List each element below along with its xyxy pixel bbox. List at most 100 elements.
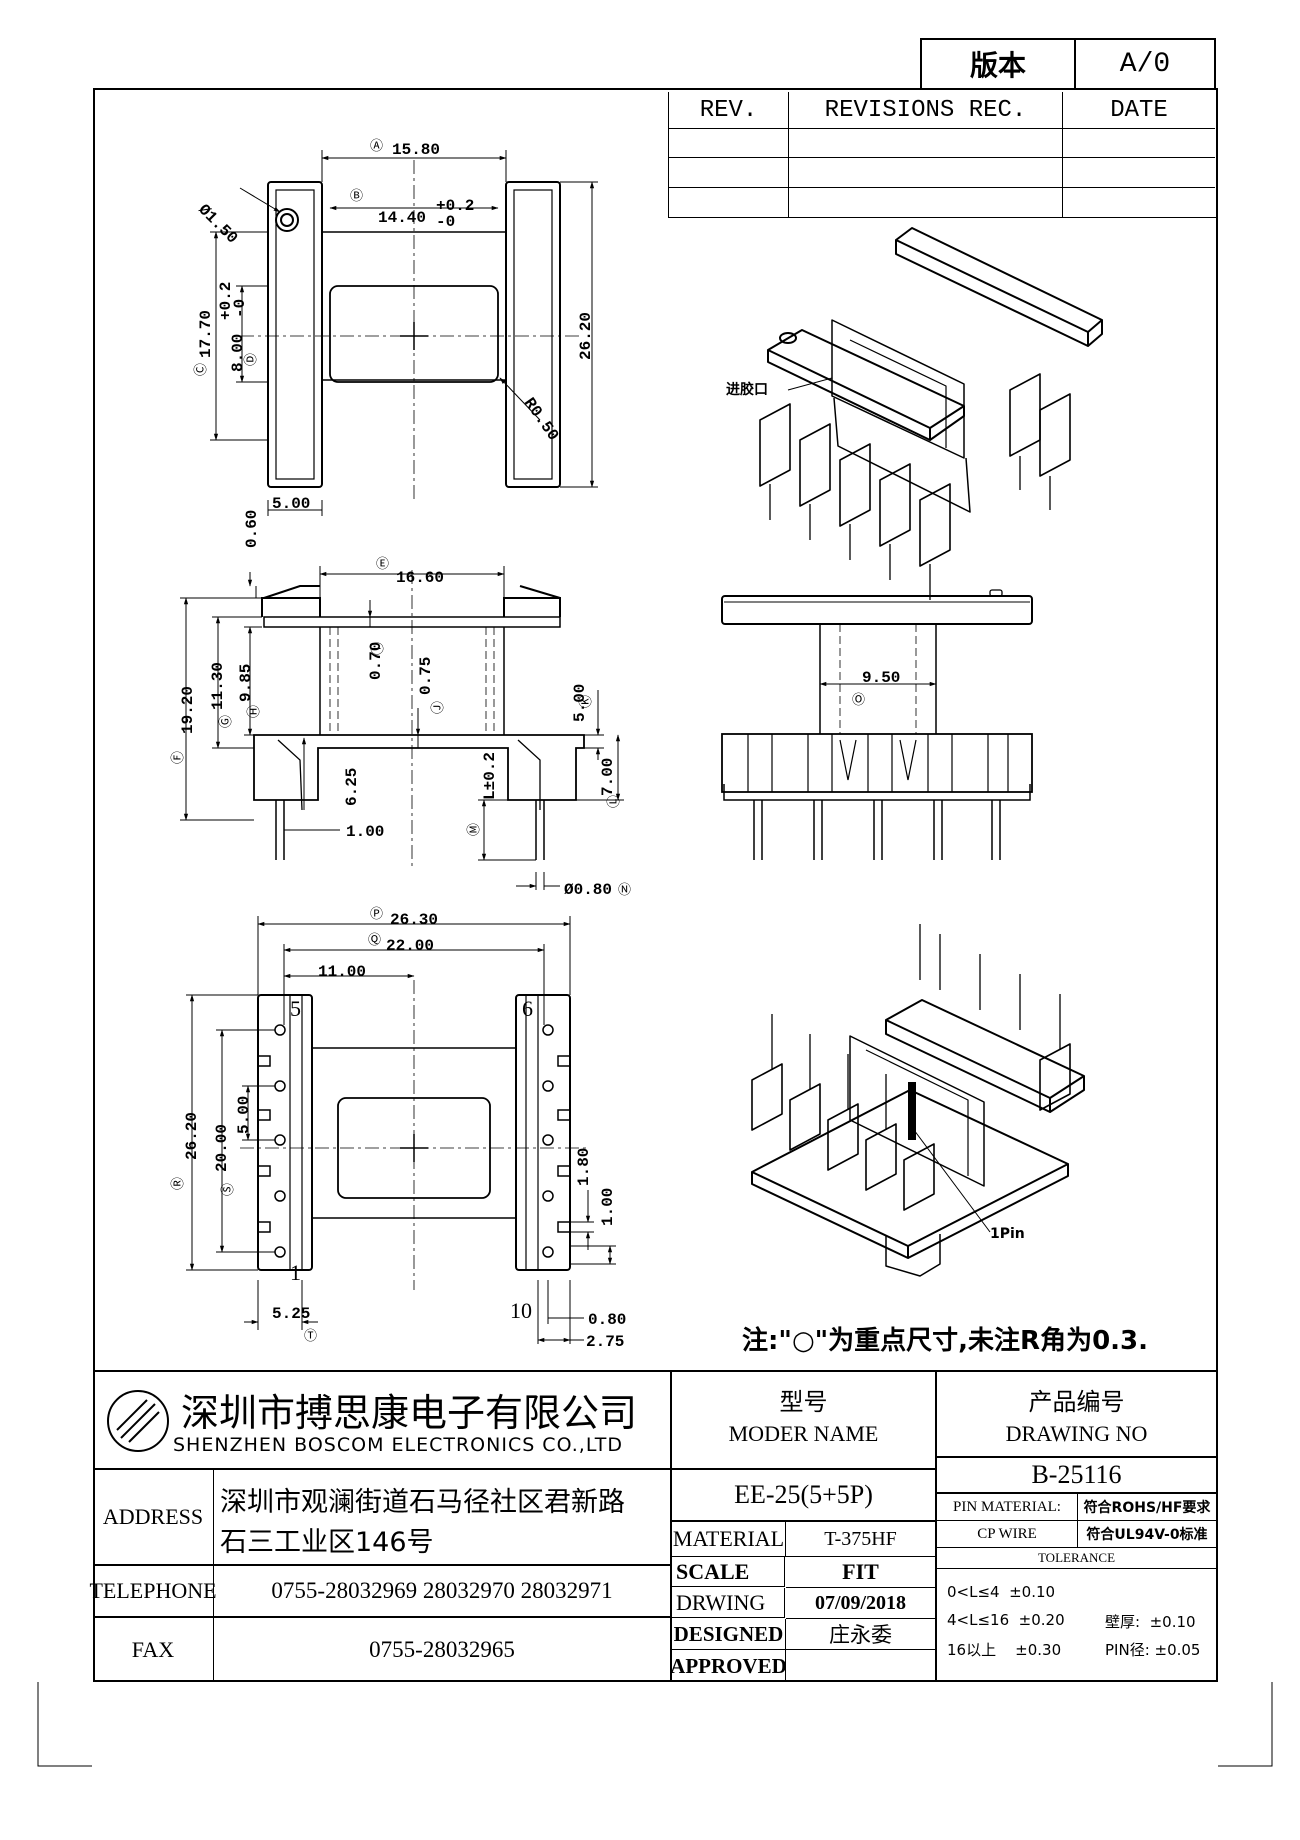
model-name-area: 型号 MODER NAME	[672, 1372, 937, 1470]
model-label-en: MODER NAME	[728, 1421, 879, 1446]
svg-text:15.80: 15.80	[392, 141, 440, 159]
tolerance-1: 0<L≤4 ±0.10	[947, 1583, 1056, 1601]
svg-text:17.70: 17.70	[197, 310, 215, 358]
drawing-no-area: 产品编号 DRAWING NO	[937, 1372, 1216, 1458]
scale-label: SCALE	[672, 1557, 785, 1587]
svg-text:5.00: 5.00	[235, 1096, 253, 1134]
svg-text:Ⓞ: Ⓞ	[852, 693, 865, 708]
company-name-en: SHENZHEN BOSCOM ELECTRONICS CO.,LTD	[173, 1434, 624, 1456]
tolerance-wall: 壁厚: ±0.10	[1105, 1613, 1196, 1631]
svg-text:Ø0.80: Ø0.80	[564, 881, 612, 899]
drwing-label: DRWING	[672, 1588, 785, 1618]
svg-text:Ⓝ: Ⓝ	[618, 883, 631, 898]
side-view	[721, 589, 1033, 860]
svg-text:11.00: 11.00	[318, 963, 366, 981]
svg-text:1.00: 1.00	[346, 823, 384, 841]
svg-text:Ⓓ: Ⓓ	[244, 353, 259, 366]
svg-text:10: 10	[510, 1298, 532, 1323]
svg-text:26.20: 26.20	[183, 1112, 201, 1160]
svg-text:Ⓟ: Ⓟ	[370, 907, 383, 922]
svg-text:1.80: 1.80	[575, 1148, 593, 1186]
svg-text:0.80: 0.80	[588, 1311, 626, 1329]
svg-text:-0: -0	[436, 213, 455, 231]
front-view	[253, 570, 585, 870]
bottom-view-dimensions	[186, 916, 616, 1344]
svg-text:26.20: 26.20	[577, 312, 595, 360]
svg-text:Ⓚ: Ⓚ	[579, 695, 594, 708]
svg-text:2.75: 2.75	[586, 1333, 624, 1351]
model-value: EE-25(5+5P)	[672, 1470, 937, 1522]
telephone-value: 0755-28032969 28032970 28032971	[214, 1566, 672, 1618]
rev-col-divider	[788, 129, 789, 217]
iso-bottom-labels: 1Pin	[990, 1226, 1025, 1242]
svg-text:14.40: 14.40	[378, 209, 426, 227]
svg-text:Ø1.50: Ø1.50	[194, 201, 241, 248]
iso-top-labels: 进胶口	[726, 381, 768, 398]
svg-text:9.50: 9.50	[862, 669, 900, 687]
svg-text:Ⓗ: Ⓗ	[247, 705, 262, 718]
telephone-label: TELEPHONE	[89, 1566, 217, 1618]
svg-text:5.00: 5.00	[272, 495, 310, 513]
svg-text:5: 5	[290, 996, 301, 1021]
front-view-dimensions	[180, 566, 624, 890]
rev-header: REV.	[669, 92, 789, 129]
address-line-2: 石三工业区146号	[220, 1527, 434, 1558]
svg-text:9.85: 9.85	[237, 664, 255, 702]
address-line-1: 深圳市观澜街道石马径社区君新路	[220, 1487, 625, 1518]
rev-date-header: DATE	[1063, 92, 1215, 129]
rev-col-divider	[1062, 129, 1063, 217]
drawing-label-en: DRAWING NO	[1005, 1421, 1148, 1446]
svg-text:Ⓣ: Ⓣ	[304, 1329, 317, 1344]
svg-text:Ⓒ: Ⓒ	[194, 363, 209, 376]
svg-text:5.25: 5.25	[272, 1305, 310, 1323]
svg-text:Ⓢ: Ⓢ	[221, 1183, 236, 1196]
fax-value: 0755-28032965	[214, 1618, 672, 1682]
svg-text:0.75: 0.75	[417, 657, 435, 695]
svg-text:8.00: 8.00	[229, 334, 247, 372]
cp-wire-label: CP WIRE	[937, 1521, 1078, 1548]
address-value: 深圳市观澜街道石马径社区君新路 石三工业区146号	[214, 1470, 672, 1566]
top-view	[240, 160, 580, 500]
svg-text:20.00: 20.00	[213, 1124, 231, 1172]
designed-label: DESIGNED	[672, 1619, 786, 1650]
company-name-cn: 深圳市搏思康电子有限公司	[181, 1391, 638, 1435]
tolerance-2: 4<L≤16 ±0.20	[947, 1611, 1065, 1629]
svg-text:1.00: 1.00	[599, 1188, 617, 1226]
svg-text:Ⓘ: Ⓘ	[371, 642, 386, 655]
svg-text:5.00: 5.00	[571, 684, 589, 722]
svg-text:1Pin: 1Pin	[990, 1226, 1025, 1242]
svg-text:1: 1	[290, 1260, 301, 1285]
tolerance-label: TOLERANCE	[937, 1548, 1216, 1569]
top-view-labels: Ⓐ 15.80 Ⓑ 14.40 +0.2 -0 Ø1.50 Ⓒ 17.70 Ⓓ …	[194, 139, 595, 513]
iso-view-top	[759, 227, 1103, 600]
drwing-value: 07/09/2018	[786, 1588, 937, 1619]
designed-value: 庄永委	[786, 1619, 937, 1650]
drawing-label-cn: 产品编号	[1028, 1387, 1125, 1416]
bottom-view	[240, 980, 590, 1290]
front-view-labels: 0.60 Ⓔ 16.60 Ⓕ 19.20 11.30 Ⓖ 9.85 Ⓗ 0.70…	[171, 510, 631, 899]
cp-wire-value: 符合UL94V-0标准	[1078, 1521, 1216, 1548]
svg-text:11.30: 11.30	[209, 662, 227, 710]
svg-text:Ⓙ: Ⓙ	[431, 701, 446, 714]
svg-text:Ⓡ: Ⓡ	[171, 1177, 186, 1190]
rev-rec-header: REVISIONS REC.	[789, 92, 1063, 129]
svg-text:R0.50: R0.50	[520, 395, 562, 445]
bottom-view-labels: Ⓟ 26.30 Ⓠ 22.00 11.00 Ⓡ 26.20 20.00 Ⓢ 5.…	[171, 907, 626, 1351]
svg-text:Ⓛ: Ⓛ	[607, 795, 622, 808]
scale-value: FIT	[786, 1557, 937, 1588]
revisions-table: REV. REVISIONS REC. DATE	[668, 92, 1216, 218]
fax-label: FAX	[93, 1618, 214, 1682]
drawing-no-value: B-25116	[937, 1458, 1216, 1494]
svg-text:Ⓕ: Ⓕ	[171, 751, 186, 764]
iso-view-bottom	[751, 924, 1085, 1277]
side-view-labels: 9.50 Ⓞ	[852, 669, 900, 708]
svg-text:22.00: 22.00	[386, 937, 434, 955]
material-value: T-375HF	[786, 1522, 937, 1557]
svg-text:6.25: 6.25	[343, 768, 361, 806]
version-label: 版本	[922, 40, 1076, 88]
pin-material-label: PIN MATERIAL:	[937, 1494, 1078, 1521]
svg-text:Ⓠ: Ⓠ	[368, 933, 381, 948]
tolerance-pin: PIN径: ±0.05	[1105, 1641, 1201, 1659]
